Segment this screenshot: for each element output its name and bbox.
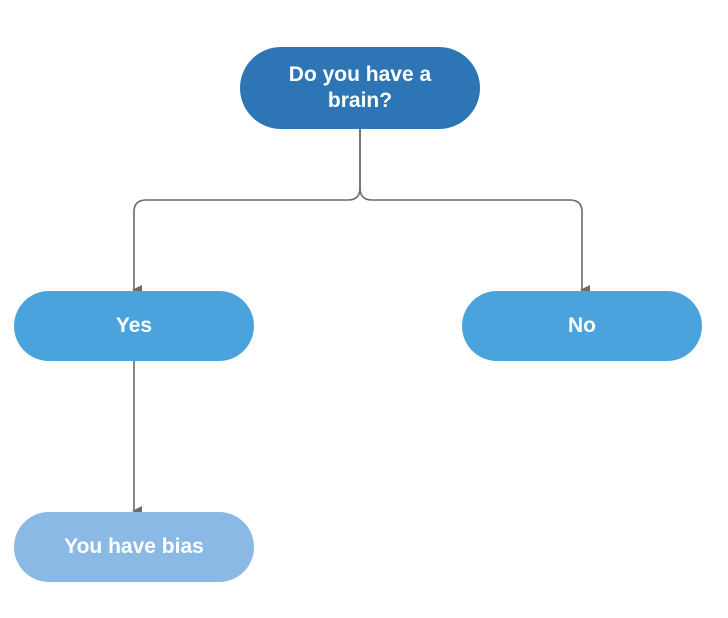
branch-node-no-label: No: [568, 313, 596, 337]
result-node-bias-label: You have bias: [64, 534, 204, 558]
branch-node-yes-label: Yes: [115, 313, 153, 337]
decision-node-question[interactable]: Do you have a brain?: [240, 47, 480, 129]
connector-question-to-yes: [132, 129, 361, 295]
decision-node-question-label: Do you have a brain?: [288, 62, 432, 112]
branch-node-no[interactable]: No: [462, 291, 702, 361]
connector-question-to-no: [359, 129, 590, 295]
result-node-bias[interactable]: You have bias: [14, 512, 254, 582]
branch-node-yes[interactable]: Yes: [14, 291, 254, 361]
